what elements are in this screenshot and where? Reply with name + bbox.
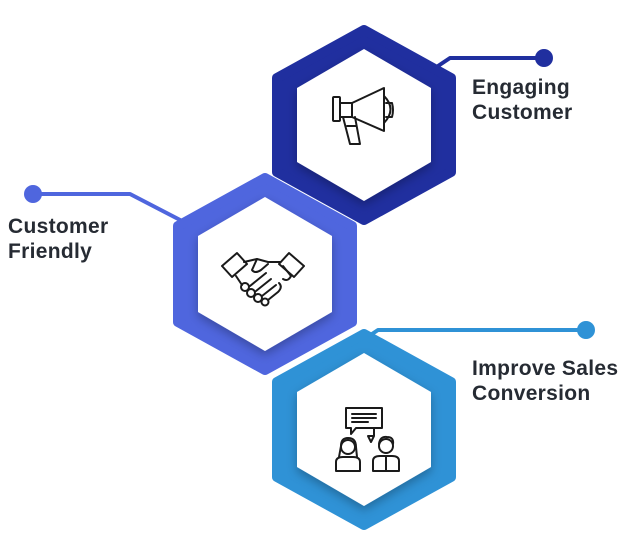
connector-dot-sales xyxy=(577,321,595,339)
hexagon-sales xyxy=(272,329,456,530)
connector-dot-friendly xyxy=(24,185,42,203)
conversation-icon xyxy=(335,407,400,472)
label-friendly-line-2: Friendly xyxy=(8,240,93,263)
connector-friendly xyxy=(31,192,186,224)
label-engaging-customer: Engaging Customer xyxy=(472,75,572,125)
handshake-icon xyxy=(221,252,305,307)
label-engaging-line-1: Engaging xyxy=(472,76,571,99)
label-friendly-line-1: Customer xyxy=(8,215,109,238)
label-sales-line-1: Improve Sales xyxy=(472,357,619,380)
label-sales-line-2: Conversion xyxy=(472,382,591,405)
connector-dot-engaging xyxy=(535,49,553,67)
hexagon-engaging xyxy=(272,25,456,225)
megaphone-icon xyxy=(332,87,394,145)
label-improve-sales-conversion: Improve Sales Conversion xyxy=(472,356,618,406)
label-engaging-line-2: Customer xyxy=(472,101,573,124)
connector-engaging xyxy=(430,56,546,72)
label-customer-friendly: Customer Friendly xyxy=(8,214,108,264)
